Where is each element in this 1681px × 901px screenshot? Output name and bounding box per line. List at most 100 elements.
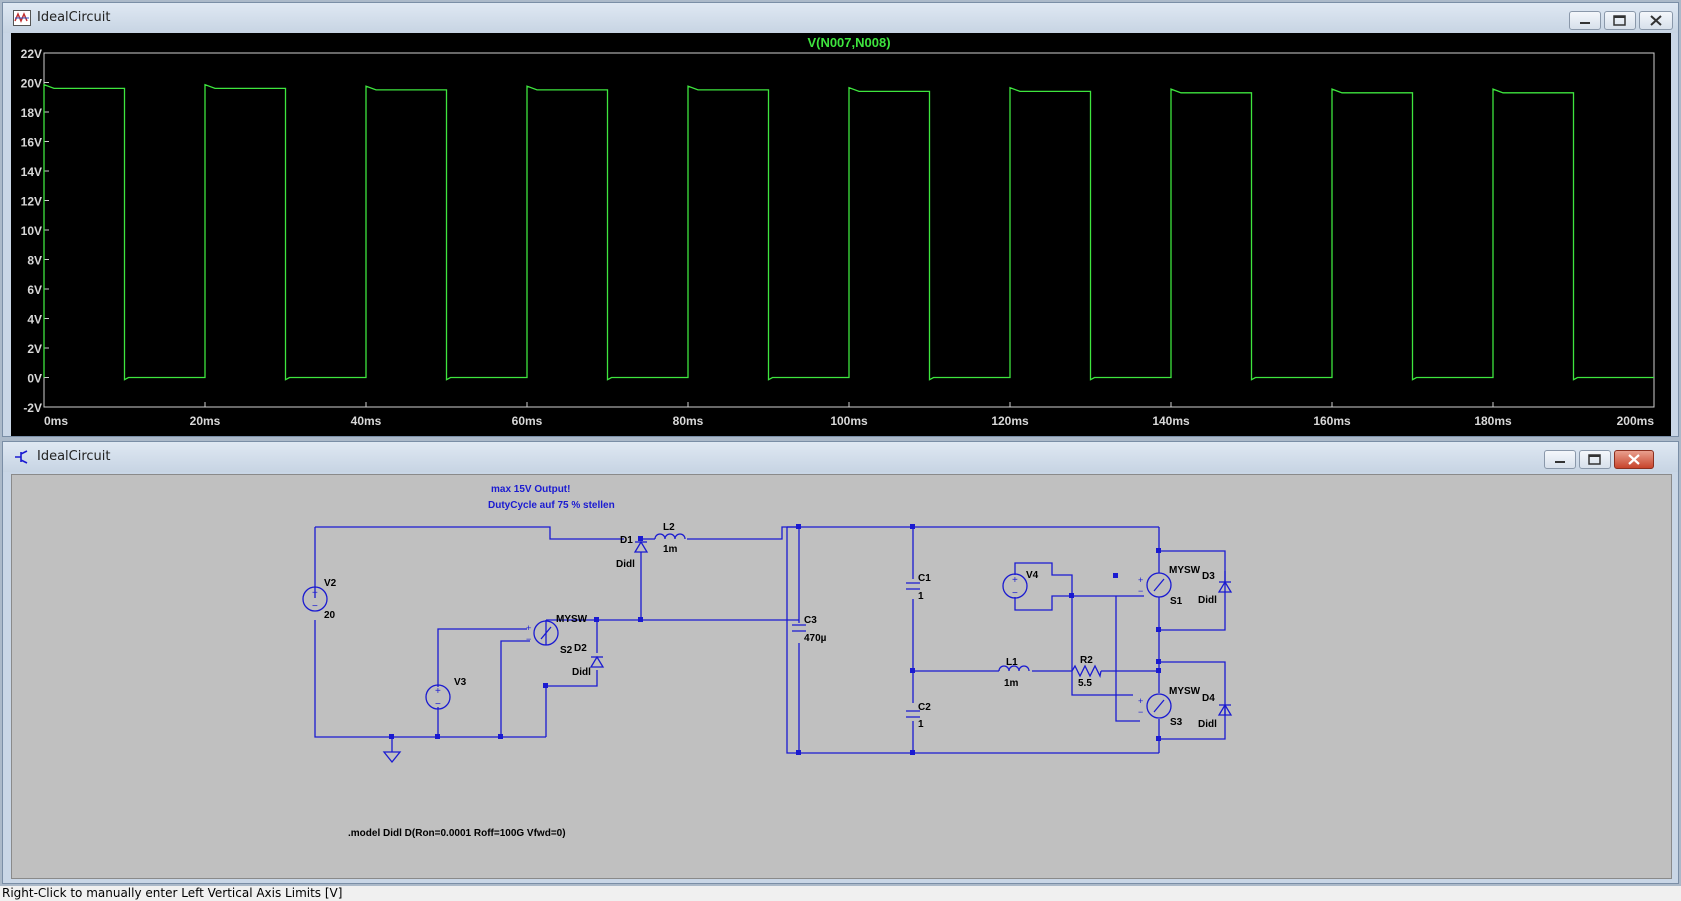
y-tick-label: 22V bbox=[21, 47, 42, 61]
capacitor-c1[interactable] bbox=[906, 582, 920, 590]
maximize-button[interactable] bbox=[1579, 450, 1611, 469]
maximize-icon bbox=[1613, 15, 1626, 26]
x-tick-label: 20ms bbox=[190, 414, 221, 428]
capacitor-c3[interactable] bbox=[792, 624, 806, 632]
d2-model: Didl bbox=[572, 667, 591, 678]
diode-d1[interactable]: D1 Didl bbox=[616, 535, 649, 570]
x-tick-label: 80ms bbox=[673, 414, 704, 428]
l1-name: L1 bbox=[1006, 657, 1018, 668]
y-tick-label: 2V bbox=[27, 342, 42, 356]
wires bbox=[314, 526, 1226, 754]
schematic-titlebar[interactable]: IdealCircuit bbox=[3, 442, 1678, 472]
minimize-button[interactable] bbox=[1544, 450, 1576, 469]
svg-text:+: + bbox=[435, 686, 441, 697]
switch-s3[interactable]: + − MYSW S3 bbox=[1138, 686, 1201, 728]
c1-name: C1 bbox=[918, 573, 931, 584]
schematic-window-title: IdealCircuit bbox=[37, 449, 111, 464]
r2-name: R2 bbox=[1080, 655, 1093, 666]
maximize-icon bbox=[1588, 454, 1601, 465]
s1-name: S1 bbox=[1170, 596, 1183, 607]
l2-value: 1m bbox=[663, 544, 678, 555]
c1-value: 1 bbox=[918, 591, 924, 602]
switch-s1[interactable]: + − MYSW S1 bbox=[1138, 565, 1201, 607]
waveform-window-title: IdealCircuit bbox=[37, 10, 111, 25]
d1-model: Didl bbox=[616, 559, 635, 570]
waveform-titlebar[interactable]: IdealCircuit bbox=[3, 3, 1678, 33]
x-tick-label: 100ms bbox=[830, 414, 868, 428]
svg-text:+: + bbox=[1138, 696, 1143, 706]
waveform-app-icon bbox=[13, 10, 31, 26]
svg-text:+: + bbox=[1138, 575, 1143, 585]
d3-model: Didl bbox=[1198, 595, 1217, 606]
svg-text:−: − bbox=[435, 699, 441, 710]
minimize-button[interactable] bbox=[1569, 11, 1601, 30]
y-tick-label: -2V bbox=[23, 401, 42, 415]
d4-model: Didl bbox=[1198, 719, 1217, 730]
inductor-l1[interactable]: L1 1m bbox=[998, 657, 1030, 689]
c2-name: C2 bbox=[918, 702, 931, 713]
switch-s2[interactable]: + − MYSW S2 bbox=[526, 614, 588, 656]
x-tick-label: 0ms bbox=[44, 414, 68, 428]
schematic-canvas[interactable]: + − V2 20 + − V3 + − V4 bbox=[11, 474, 1672, 879]
s3-name: S3 bbox=[1170, 717, 1183, 728]
d4-name: D4 bbox=[1202, 693, 1215, 704]
y-tick-label: 4V bbox=[27, 313, 42, 327]
inductor-l2[interactable]: L2 1m bbox=[654, 522, 686, 555]
maximize-button[interactable] bbox=[1604, 11, 1636, 30]
junctions bbox=[389, 524, 1161, 755]
y-tick-label: 6V bbox=[27, 283, 42, 297]
diode-d4[interactable]: D4 Didl bbox=[1198, 693, 1233, 730]
resistor-r2[interactable]: R2 5.5 bbox=[1071, 655, 1102, 689]
v2-name: V2 bbox=[324, 578, 337, 589]
ground-icon bbox=[382, 751, 402, 764]
voltage-source-v2[interactable]: + − V2 20 bbox=[302, 578, 337, 621]
waveform-chart[interactable]: V(N007,N008) 22V20V18V16V14V12V10V8V6V4V… bbox=[11, 33, 1671, 436]
r2-value: 5.5 bbox=[1078, 678, 1092, 689]
x-tick-label: 200ms bbox=[1617, 414, 1655, 428]
s3-model: MYSW bbox=[1169, 686, 1201, 697]
y-tick-label: 10V bbox=[21, 224, 42, 238]
status-text: Right-Click to manually enter Left Verti… bbox=[2, 886, 343, 900]
c3-value: 470µ bbox=[804, 633, 827, 644]
svg-text:+: + bbox=[312, 588, 318, 599]
x-tick-label: 160ms bbox=[1313, 414, 1351, 428]
l2-name: L2 bbox=[663, 522, 675, 533]
svg-text:−: − bbox=[526, 634, 531, 644]
schematic-drawing[interactable]: + − V2 20 + − V3 + − V4 bbox=[12, 475, 1671, 878]
y-tick-label: 0V bbox=[27, 372, 42, 386]
trace-label[interactable]: V(N007,N008) bbox=[807, 35, 890, 50]
diode-d2[interactable]: D2 Didl bbox=[572, 643, 605, 678]
x-tick-label: 180ms bbox=[1474, 414, 1512, 428]
trace-v-n007-n008[interactable] bbox=[43, 83, 1654, 381]
capacitor-c2[interactable] bbox=[906, 710, 920, 718]
schematic-window: IdealCircuit bbox=[2, 441, 1679, 884]
s2-name: S2 bbox=[560, 645, 573, 656]
svg-text:+: + bbox=[1012, 575, 1018, 586]
svg-text:−: − bbox=[1138, 707, 1143, 717]
d3-name: D3 bbox=[1202, 571, 1215, 582]
v3-name: V3 bbox=[454, 677, 467, 688]
s2-model: MYSW bbox=[556, 614, 588, 625]
svg-text:−: − bbox=[1012, 588, 1018, 599]
d1-name: D1 bbox=[620, 535, 633, 546]
comment-max-output[interactable]: max 15V Output! bbox=[491, 484, 570, 495]
svg-text:−: − bbox=[1138, 586, 1143, 596]
y-tick-label: 8V bbox=[27, 254, 42, 268]
s1-model: MYSW bbox=[1169, 565, 1201, 576]
close-button[interactable] bbox=[1639, 11, 1673, 30]
spice-directive[interactable]: .model Didl D(Ron=0.0001 Roff=100G Vfwd=… bbox=[348, 828, 566, 839]
close-icon bbox=[1628, 454, 1640, 465]
schematic-app-icon bbox=[15, 450, 28, 464]
voltage-source-v3[interactable]: + − V3 bbox=[425, 677, 467, 710]
y-tick-label: 18V bbox=[21, 106, 42, 120]
close-button[interactable] bbox=[1614, 450, 1654, 469]
c3-name: C3 bbox=[804, 615, 817, 626]
diode-d3[interactable]: D3 Didl bbox=[1198, 571, 1233, 606]
y-tick-label: 12V bbox=[21, 195, 42, 209]
voltage-source-v4[interactable]: + − V4 bbox=[1002, 570, 1039, 599]
comment-duty-cycle[interactable]: DutyCycle auf 75 % stellen bbox=[488, 500, 615, 511]
